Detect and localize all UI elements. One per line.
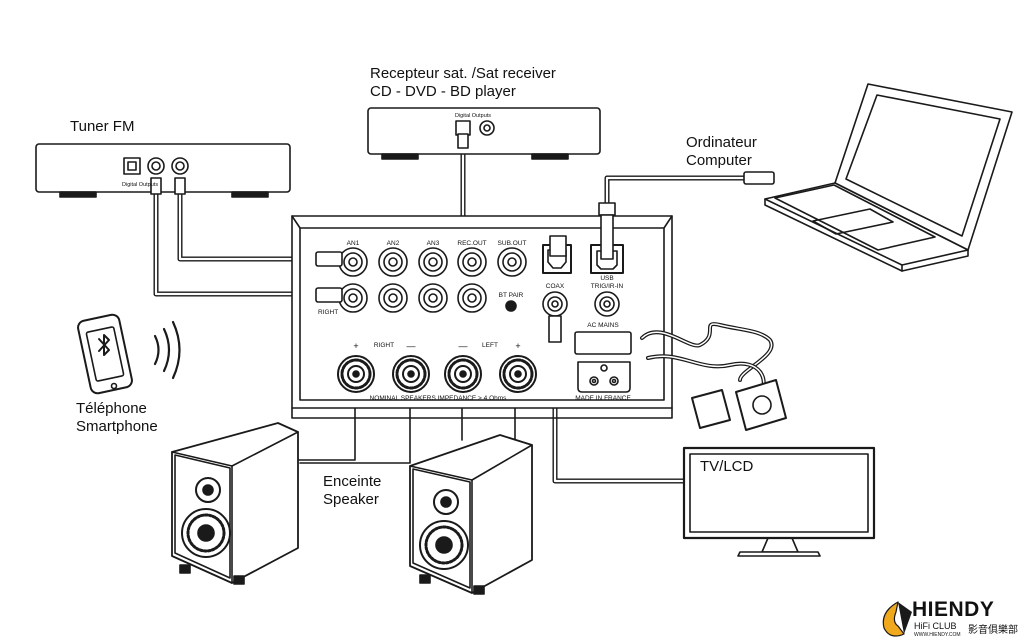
label-trig: TRIG/IR-IN (591, 283, 624, 290)
rca-an2-left (378, 247, 408, 277)
receiver-label: Recepteur sat. /Sat receiver CD - DVD - … (370, 65, 556, 101)
terminal-right-minus (392, 355, 430, 393)
sign-right-plus: + (353, 341, 358, 351)
receiver-optical-port (455, 120, 471, 136)
tuner-rca-left (147, 157, 165, 175)
label-coax: COAX (546, 283, 565, 290)
tuner-device (35, 143, 291, 198)
phone-label-line2: Smartphone (76, 418, 158, 435)
computer-label-line1: Ordinateur (686, 134, 757, 151)
rca-recout-left (457, 247, 487, 277)
rca-an3-right (418, 283, 448, 313)
receiver-label-line1: Recepteur sat. /Sat receiver (370, 65, 556, 82)
hiendy-logo-mark (882, 601, 905, 637)
label-right-input: RIGHT (318, 309, 338, 316)
label-made-in: MADE IN FRANCE (575, 395, 631, 402)
label-recout: REC.OUT (457, 240, 486, 247)
sign-left-plus: + (515, 341, 520, 351)
label-usb: USB (600, 275, 613, 282)
rca-recout-right (457, 283, 487, 313)
rca-subout (497, 247, 527, 277)
receiver-label-line2: CD - DVD - BD player (370, 83, 516, 100)
speaker-right-device (409, 434, 533, 595)
amplifier-panel: AN1 AN2 AN3 REC.OUT SUB.OUT RIGHT BT PAI… (122, 113, 673, 419)
tv-screen (682, 446, 876, 540)
tv-device (682, 446, 876, 557)
sign-left-minus: — (459, 341, 468, 351)
label-an2: AN2 (387, 240, 400, 247)
logo-brand: HIENDY (912, 598, 995, 621)
ac-mains-socket (577, 361, 631, 393)
speaker-label-line1: Enceinte (323, 473, 382, 490)
power-cord (640, 322, 787, 431)
receiver-coax-port (479, 120, 495, 136)
phone-label: Téléphone Smartphone (76, 400, 158, 436)
logo-cn: 影音俱樂部 (968, 625, 1018, 636)
label-an3: AN3 (427, 240, 440, 247)
rca-an3-left (418, 247, 448, 277)
speaker-terminals (337, 355, 537, 393)
receiver-digital-out-text: Digital Outputs (455, 113, 491, 119)
tuner-label: Tuner FM (70, 118, 135, 135)
bluetooth-icon (98, 334, 110, 356)
bt-pair-button (505, 300, 517, 312)
wireless-waves-icon (153, 320, 181, 380)
tuner-rca-right (171, 157, 189, 175)
tv-label: TV/LCD (700, 458, 754, 475)
rca-row-top (338, 247, 527, 277)
label-speaker-right: RIGHT (374, 342, 394, 349)
speaker-label: Enceinte Speaker (323, 473, 381, 509)
laptop-device (743, 83, 1013, 272)
computer-label: Ordinateur Computer (686, 134, 757, 170)
terminal-left-plus (499, 355, 537, 393)
receiver-device (367, 107, 601, 160)
power-plug-icon (735, 379, 787, 431)
smartphone-device (77, 313, 181, 395)
speaker-label-line2: Speaker (323, 491, 379, 508)
computer-label-line2: Computer (686, 152, 752, 169)
terminal-left-minus (444, 355, 482, 393)
trig-input (594, 291, 620, 317)
cable-speaker-left (297, 391, 356, 461)
tuner-digital-out-text: Digital Outputs (122, 182, 158, 188)
label-bt-pair: BT PAIR (499, 292, 524, 299)
logo-url: WWW.HIENDY.COM (914, 632, 961, 638)
tuner-optical-port (123, 157, 141, 175)
terminal-right-plus (337, 355, 375, 393)
label-ac-mains: AC MAINS (587, 322, 619, 329)
hiendy-logo (882, 601, 912, 637)
label-subout: SUB.OUT (498, 240, 527, 247)
label-impedance: NOMINAL SPEAKERS IMPEDANCE > 4 Ohms (370, 395, 508, 402)
sign-right-minus: — (407, 341, 416, 351)
speaker-left-device (171, 422, 299, 585)
phone-label-line1: Téléphone (76, 400, 147, 417)
label-speaker-left: LEFT (482, 342, 498, 349)
rca-an2-right (378, 283, 408, 313)
label-an1: AN1 (347, 240, 360, 247)
ac-mains-label-box (574, 331, 632, 355)
cable-computer-usb (604, 175, 751, 208)
logo-sub: HiFi CLUB (914, 621, 957, 631)
rca-row-bottom (338, 283, 487, 313)
